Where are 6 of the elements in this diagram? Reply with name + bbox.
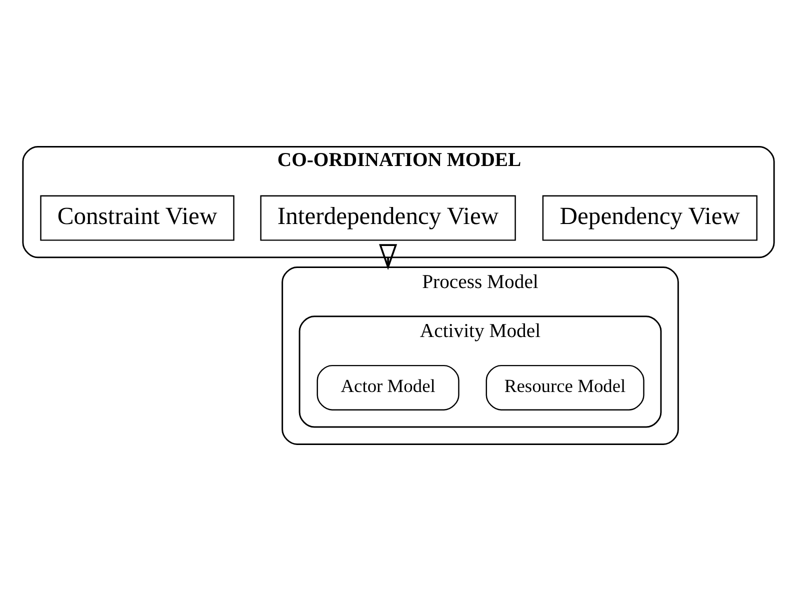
node-box: Interdependency View <box>260 195 516 241</box>
node-box: Constraint View <box>40 195 234 241</box>
node-box: Actor Model <box>316 364 460 410</box>
arrow <box>379 244 398 270</box>
node-box: Resource Model <box>486 364 644 410</box>
node-box: Dependency View <box>542 195 758 241</box>
